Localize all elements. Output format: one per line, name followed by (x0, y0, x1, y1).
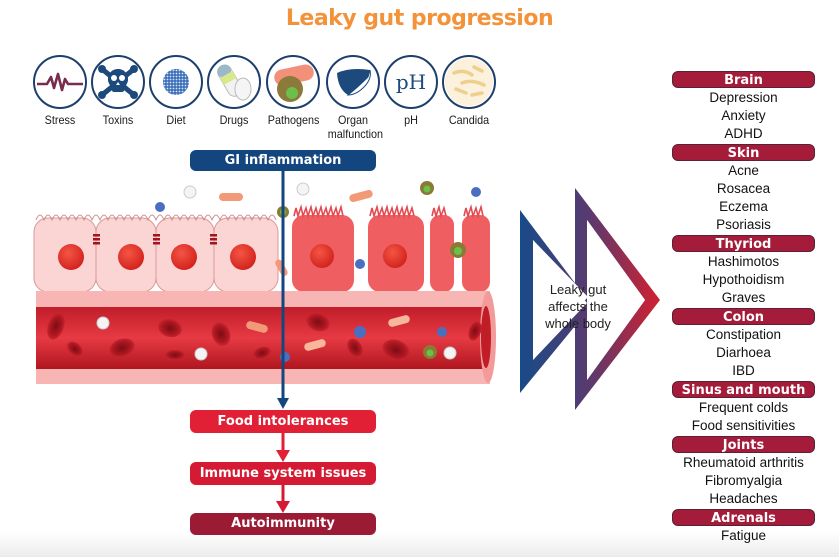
cause-stress: Stress (32, 55, 88, 127)
effect-item: Depression (709, 90, 778, 105)
damaged-cells (292, 204, 490, 292)
particles (96, 181, 481, 362)
effect-category-sinus-and-mouth: Sinus and mouth (672, 381, 815, 398)
effect-category-skin: Skin (672, 144, 815, 161)
arrow-caption-line: Leaky gut (549, 282, 607, 297)
autoimmunity-label: Autoimmunity (190, 513, 376, 535)
effect-item: Constipation (705, 327, 782, 342)
effect-category-brain: Brain (672, 71, 815, 88)
effect-item: Fibromyalgia (704, 473, 783, 488)
effect-item: Fatigue (720, 528, 767, 543)
effect-item: Headaches (709, 491, 778, 506)
blood-vessel (36, 291, 496, 384)
candida-icon (442, 55, 496, 109)
cause-organ-malfunction: Organ malfunction (325, 55, 384, 141)
bacteria-icon (266, 55, 320, 109)
effect-item: Rosacea (716, 181, 771, 196)
cause-candida: Candida (441, 55, 497, 127)
effect-item: Rheumatoid arthritis (683, 455, 804, 470)
flow-connectors (276, 171, 290, 513)
cause-label: Drugs (219, 113, 249, 127)
cause-pathogens: Pathogens (265, 55, 321, 127)
cause-label: Stress (44, 113, 76, 127)
svg-text:pH: pH (396, 70, 426, 94)
skull-crossbones-icon (91, 55, 145, 109)
liver-icon (326, 55, 380, 109)
cause-label: Toxins (102, 113, 134, 127)
effect-item: Acne (728, 163, 759, 178)
cause-label-line1: Organ (337, 113, 369, 127)
cause-drugs: Drugs (206, 55, 262, 127)
effect-category-thyriod: Thyriod (672, 235, 815, 252)
ph-icon: pH (384, 55, 438, 109)
effect-category-adrenals: Adrenals (672, 509, 815, 526)
arrow-caption: Leaky gut affects the whole body (532, 281, 624, 332)
arrow-caption-line: whole body (545, 316, 611, 331)
effect-item: Hashimotos (707, 254, 780, 269)
cause-label: Organ malfunction (327, 113, 384, 141)
gi-inflammation-label: GI inflammation (190, 150, 376, 171)
arrow-caption-line: affects the (548, 299, 608, 314)
effect-item: Eczema (719, 199, 768, 214)
effect-item: IBD (732, 363, 755, 378)
cause-label: pH (404, 113, 418, 127)
whole-body-arrow (520, 188, 660, 410)
cause-label: Candida (448, 113, 490, 127)
healthy-cells (33, 214, 279, 293)
stress-wave-icon (33, 55, 87, 109)
red-blood-cells (47, 312, 482, 361)
effect-category-joints: Joints (672, 436, 815, 453)
food-intolerances-label: Food intolerances (190, 410, 376, 433)
effect-item: Hypothoidism (702, 272, 785, 287)
page-title: Leaky gut progression (285, 6, 554, 31)
food-particle-icon (149, 55, 203, 109)
effect-item: Psoriasis (716, 217, 771, 232)
effect-item: Frequent colds (698, 400, 789, 415)
cause-label: Diet (166, 113, 186, 127)
effect-item: Diarhoea (716, 345, 771, 360)
effect-item: ADHD (724, 126, 763, 141)
bottom-fade (0, 531, 839, 557)
cause-diet: Diet (148, 55, 204, 127)
effect-item: Food sensitivities (691, 418, 796, 433)
effect-item: Graves (721, 290, 766, 305)
immune-system-issues-label: Immune system issues (190, 462, 376, 485)
cause-toxins: Toxins (90, 55, 146, 127)
cause-ph: pH pH (383, 55, 439, 127)
effect-category-colon: Colon (672, 308, 815, 325)
pill-capsule-icon (207, 55, 261, 109)
cause-label-line2: malfunction (327, 127, 384, 141)
cause-label: Pathogens (267, 113, 320, 127)
effect-item: Anxiety (721, 108, 766, 123)
